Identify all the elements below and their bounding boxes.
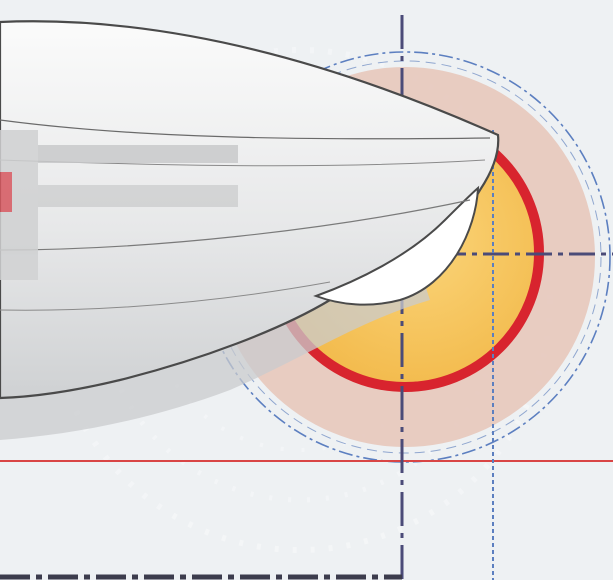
blade-shadow: [0, 270, 430, 440]
blade-contour-3: [0, 199, 471, 251]
blade-contour-1: [0, 119, 491, 140]
blade-contour-4: [0, 281, 331, 311]
blade-lower-lobe: [313, 185, 480, 306]
blade-inner-fitting: [0, 130, 238, 280]
